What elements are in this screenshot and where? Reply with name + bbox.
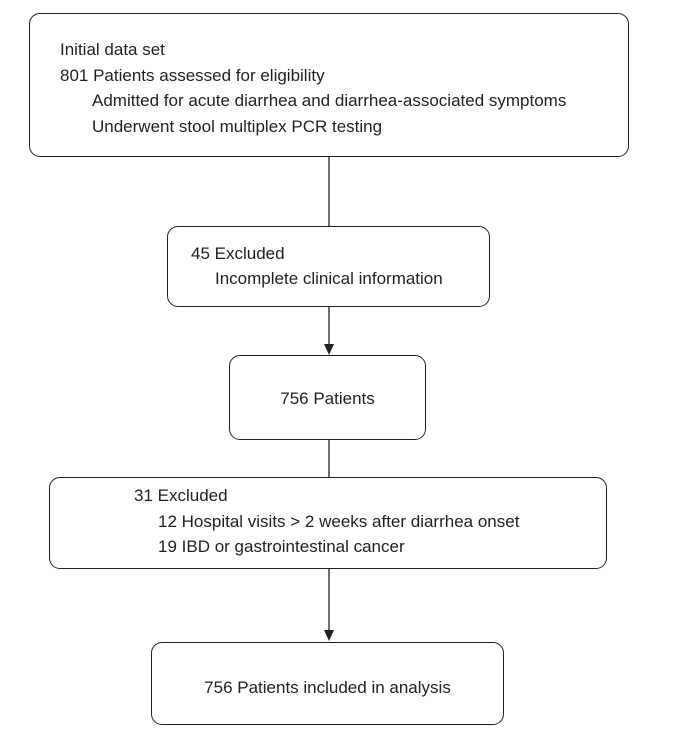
exclusion-2-heading: 31 Excluded	[134, 486, 228, 505]
initial-criterion: Admitted for acute diarrhea and diarrhea…	[92, 91, 567, 110]
exclusion-2-reason: 19 IBD or gastrointestinal cancer	[158, 537, 405, 556]
exclusion-1-box: 45 Excluded Incomplete clinical informat…	[167, 226, 490, 307]
final-label: 756 Patients included in analysis	[204, 678, 451, 697]
exclusion-1-heading: 45 Excluded	[191, 244, 285, 263]
exclusion-2-box: 31 Excluded 12 Hospital visits > 2 weeks…	[49, 477, 607, 569]
final-analysis-box: 756 Patients included in analysis	[151, 642, 504, 725]
initial-heading: Initial data set	[60, 40, 165, 59]
initial-data-set-box: Initial data set 801 Patients assessed f…	[29, 13, 629, 157]
patients-label: 756 Patients	[280, 389, 375, 408]
exclusion-2-reason: 12 Hospital visits > 2 weeks after diarr…	[158, 512, 520, 531]
arrowhead-to-final	[324, 630, 334, 641]
initial-count-line: 801 Patients assessed for eligibility	[60, 66, 325, 85]
initial-criterion: Underwent stool multiplex PCR testing	[92, 117, 383, 136]
patients-box: 756 Patients	[229, 355, 426, 440]
exclusion-1-reason: Incomplete clinical information	[215, 269, 443, 288]
arrowhead-to-patients	[324, 344, 334, 355]
